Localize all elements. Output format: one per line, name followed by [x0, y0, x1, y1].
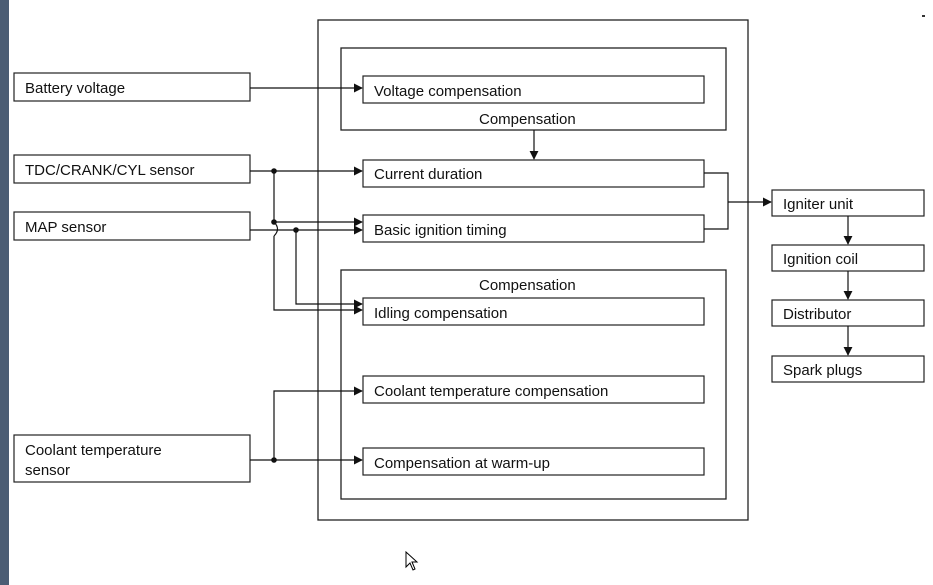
coolant-sensor-label-line2: sensor [25, 462, 70, 479]
junction-dot-coolant [271, 457, 277, 463]
input-tdc-crank-cyl-sensor: TDC/CRANK/CYL sensor [13, 154, 251, 184]
input-map-sensor: MAP sensor [13, 211, 251, 241]
input-battery-voltage: Battery voltage [13, 72, 251, 102]
output-distributor: Distributor [771, 299, 925, 327]
wire-tdc-bus-lower [273, 236, 363, 315]
junction-dot-tdc-branch [271, 219, 277, 225]
coolant-temperature-compensation-label: Coolant temperature compensation [374, 383, 608, 400]
compensation-group-bottom [340, 269, 727, 500]
spark-plugs-label: Spark plugs [783, 362, 862, 379]
scan-speck [922, 15, 925, 17]
compensation-at-warm-up-label: Compensation at warm-up [374, 455, 550, 472]
output-ignition-coil: Ignition coil [771, 244, 925, 272]
wire-coolant-to-coolant-compensation [273, 386, 363, 460]
input-coolant-temperature-sensor: Coolant temperature sensor [13, 434, 251, 483]
junction-dot-map [293, 227, 299, 233]
wire-current-duration-to-igniter [704, 172, 729, 202]
block-basic-ignition-timing: Basic ignition timing [362, 214, 705, 243]
idling-compensation-label: Idling compensation [374, 305, 507, 322]
wire-basic-timing-to-igniter [704, 202, 729, 230]
current-duration-label: Current duration [374, 166, 482, 183]
voltage-compensation-label: Voltage compensation [374, 83, 522, 100]
coolant-sensor-label-line1: Coolant temperature [25, 442, 162, 459]
distributor-label: Distributor [783, 306, 851, 323]
window-left-edge [0, 0, 9, 585]
map-sensor-label: MAP sensor [25, 219, 106, 236]
block-current-duration: Current duration [362, 159, 705, 188]
compensation-bottom-label: Compensation [479, 277, 576, 294]
igniter-unit-label: Igniter unit [783, 196, 854, 213]
block-compensation-at-warm-up: Compensation at warm-up [362, 447, 705, 476]
block-voltage-compensation: Voltage compensation [362, 75, 705, 104]
wire-map-to-idling [295, 230, 363, 309]
basic-ignition-timing-label: Basic ignition timing [374, 222, 507, 239]
output-igniter-unit: Igniter unit [771, 189, 925, 217]
block-coolant-temperature-compensation: Coolant temperature compensation [362, 375, 705, 404]
control-unit-frame [317, 19, 749, 521]
output-spark-plugs: Spark plugs [771, 355, 925, 383]
battery-voltage-label: Battery voltage [25, 80, 125, 97]
ignition-coil-label: Ignition coil [783, 251, 858, 268]
block-idling-compensation: Idling compensation [362, 297, 705, 326]
mouse-pointer-icon [405, 551, 419, 571]
junction-dot-tdc [271, 168, 277, 174]
tdc-sensor-label: TDC/CRANK/CYL sensor [25, 162, 194, 179]
compensation-top-label: Compensation [479, 111, 576, 128]
